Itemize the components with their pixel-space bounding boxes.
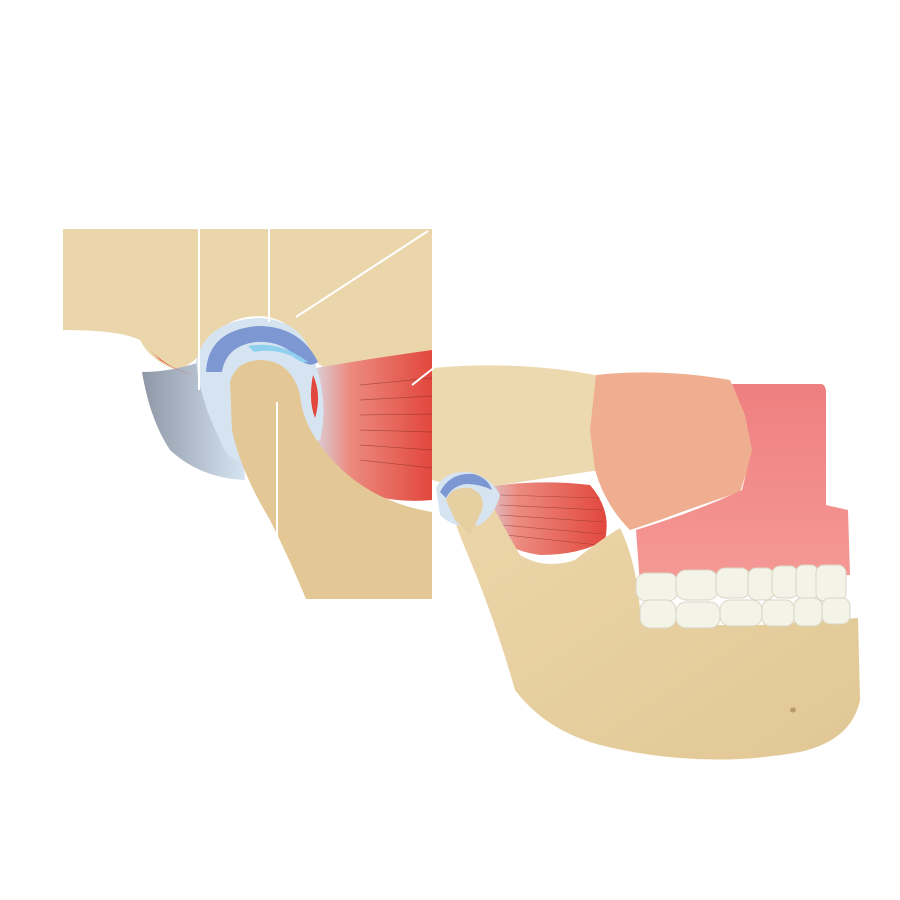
- temporal-bone: [432, 365, 600, 490]
- maxilla-gum: [636, 384, 850, 585]
- jaw-view: [432, 365, 860, 760]
- muscle-fibers: [499, 494, 604, 546]
- jaw-articular-disc: [440, 473, 492, 498]
- red-accent-anterior: [310, 375, 319, 418]
- synovial-space: [248, 344, 308, 363]
- mental-foramen: [790, 707, 796, 713]
- articular-disc: [206, 326, 318, 372]
- inset-temporal-bone: [63, 229, 432, 372]
- leader-lines: [198, 229, 441, 599]
- jaw-condyle: [446, 487, 483, 535]
- mandibular-condyle: [230, 360, 432, 599]
- teeth: [635, 564, 851, 629]
- inset-lateral-pterygoid-muscle: [305, 350, 432, 501]
- leader-line-5: [411, 362, 441, 386]
- zygomatic-bone: [590, 372, 754, 530]
- inset-panel: [63, 229, 432, 599]
- leader-line-3: [295, 230, 429, 318]
